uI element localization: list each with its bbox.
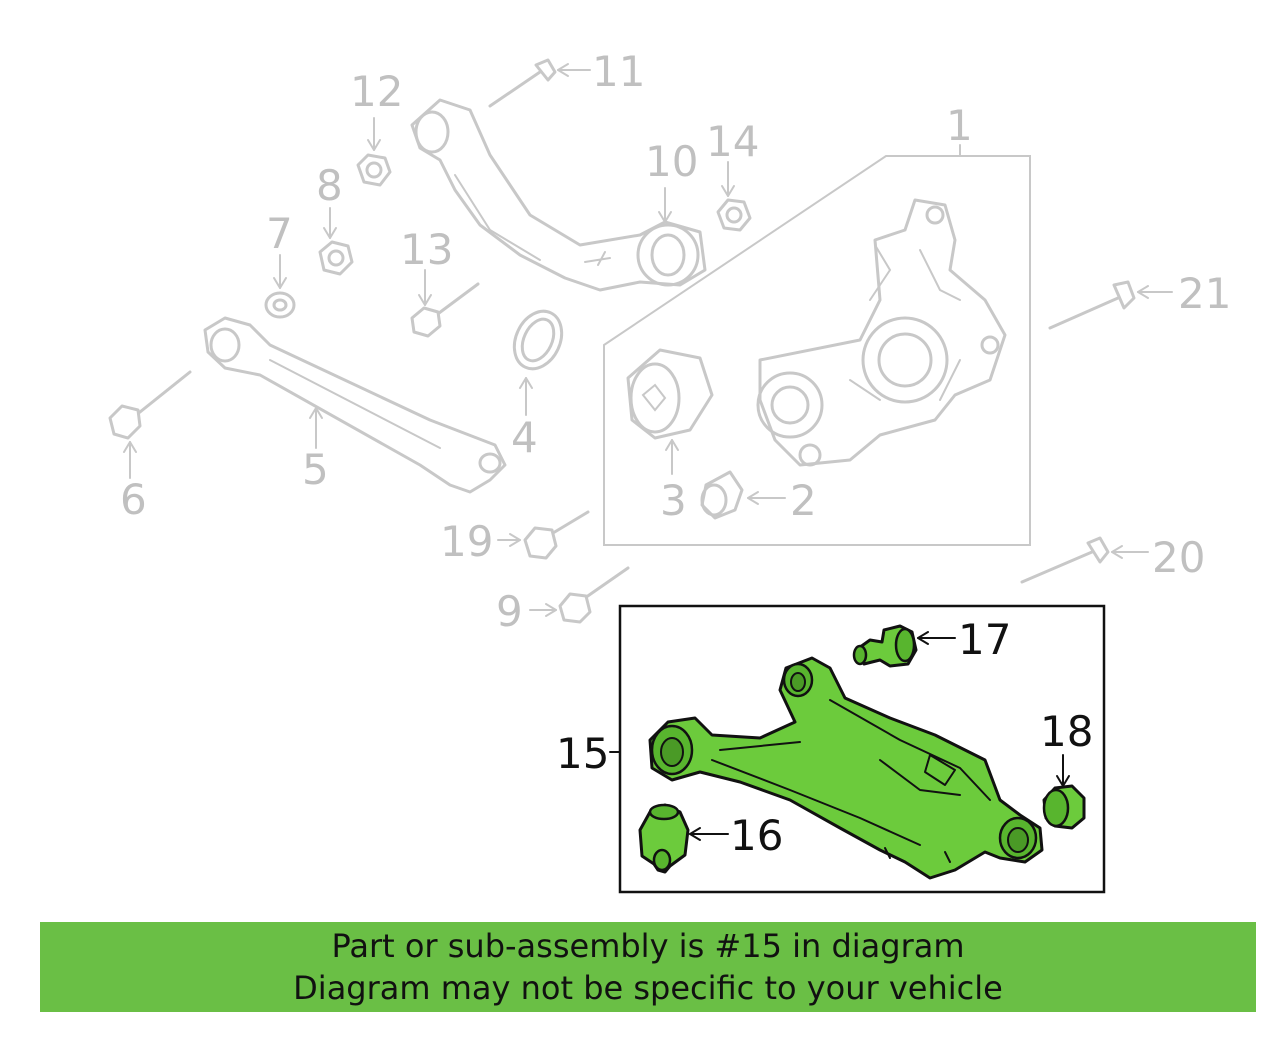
nut-12-drawing — [356, 153, 392, 187]
callout-16: 16 — [730, 811, 783, 860]
callout-7: 7 — [266, 209, 293, 258]
info-banner: Part or sub-assembly is #15 in diagram D… — [40, 922, 1256, 1012]
upper-arm-drawing — [410, 98, 707, 292]
callout-2: 2 — [790, 476, 817, 525]
nut-14-drawing — [716, 198, 752, 232]
bushing-16-drawing[interactable] — [638, 803, 690, 874]
callout-10: 10 — [645, 137, 698, 186]
callout-18: 18 — [1040, 707, 1093, 756]
bushing-3-drawing — [626, 348, 714, 440]
bolt-13-drawing — [410, 282, 480, 338]
bushing-2-drawing — [700, 470, 744, 520]
part-1-frame — [603, 155, 1031, 546]
bushing-17-drawing[interactable] — [852, 624, 918, 668]
callout-21: 21 — [1178, 269, 1231, 318]
callout-6: 6 — [120, 475, 147, 524]
callout-15: 15 — [556, 729, 609, 778]
knuckle-drawing — [756, 198, 1007, 467]
lower-arm-assembly-group[interactable]: 15 16 17 18 — [556, 604, 1106, 894]
lower-control-arm-drawing[interactable] — [648, 656, 1044, 880]
callout-11: 11 — [592, 47, 645, 96]
bolt-20-drawing — [1020, 536, 1110, 584]
callout-17: 17 — [958, 615, 1011, 664]
bushing-18-drawing[interactable] — [1042, 784, 1086, 830]
callout-19: 19 — [440, 517, 493, 566]
callout-8: 8 — [316, 161, 343, 210]
callout-4: 4 — [511, 413, 538, 462]
callout-14: 14 — [706, 117, 759, 166]
banner-line-1: Part or sub-assembly is #15 in diagram — [331, 927, 965, 965]
trailing-arm-5-drawing — [203, 316, 507, 494]
callout-12: 12 — [350, 67, 403, 116]
callout-20: 20 — [1152, 533, 1205, 582]
callout-3: 3 — [660, 476, 687, 525]
banner-line-2: Diagram may not be specific to your vehi… — [293, 969, 1003, 1007]
knuckle-assembly-group — [603, 144, 1031, 546]
seal-4-drawing — [512, 309, 564, 371]
callout-13: 13 — [400, 225, 453, 274]
bolt-6-drawing — [108, 370, 192, 440]
bolt-19-drawing — [523, 510, 590, 560]
callout-5: 5 — [302, 445, 329, 494]
washer-7-drawing — [264, 291, 296, 319]
callout-9: 9 — [496, 587, 523, 636]
callout-1: 1 — [946, 101, 973, 150]
bolt-11-drawing — [488, 58, 557, 108]
nut-8-drawing — [318, 240, 354, 276]
bolt-21-drawing — [1048, 280, 1136, 330]
bolt-9-drawing — [558, 566, 630, 624]
